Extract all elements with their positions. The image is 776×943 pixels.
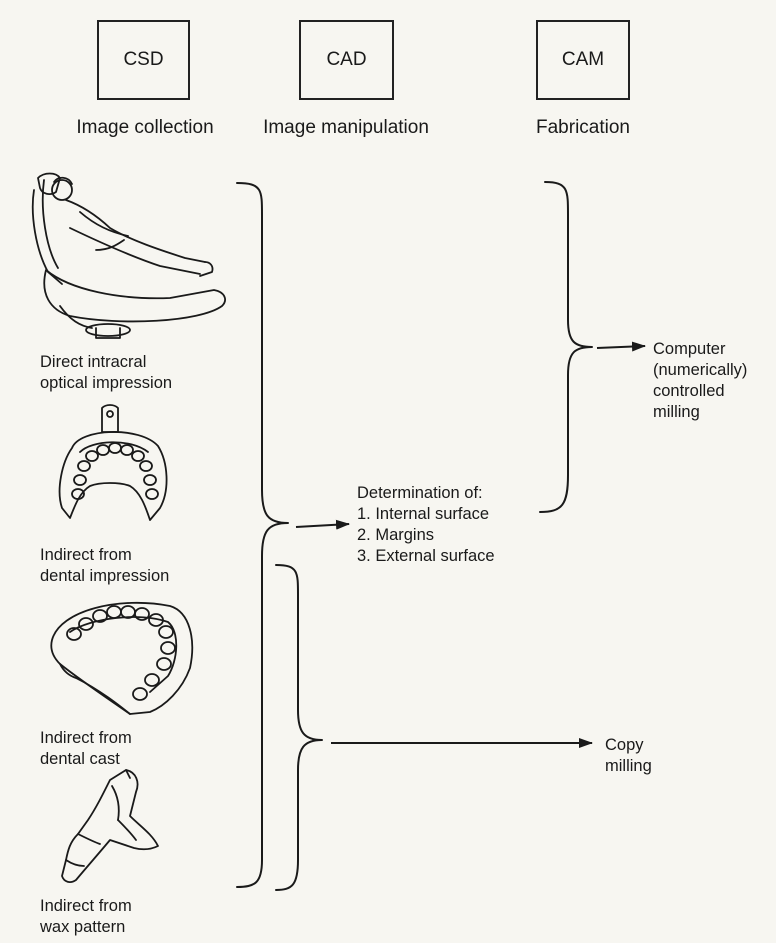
method-caption-dental-cast: Indirect from dental cast [40,728,132,770]
output-line: Copy [605,736,644,754]
computer-brace [539,181,593,513]
arrow-to-determination [295,519,350,530]
arrow-to-computer-milling [596,341,646,352]
method-caption-line2: optical impression [40,374,173,392]
method-caption-dental-impression: Indirect from dental impression [40,545,169,587]
computer-milling-label: Computer (numerically) controlled millin… [653,339,747,423]
wax-pattern-icon [61,769,159,883]
copy-milling-label: Copy milling [605,735,652,777]
method-caption-line1: Indirect from [40,546,132,564]
output-line: milling [605,757,652,775]
output-line: milling [653,403,700,421]
image-manipulation-heading: Image manipulation [263,117,429,138]
determination-title: Determination of: [357,484,483,502]
method-caption-wax-pattern: Indirect from wax pattern [40,896,132,938]
csd-box: CSD [97,20,190,100]
image-collection-heading: Image collection [76,117,214,138]
method-caption-direct-optical: Direct intracral optical impression [40,352,172,394]
output-line: Computer [653,340,726,358]
fabrication-heading: Fabrication [536,117,630,138]
output-line: (numerically) [653,361,748,379]
dental-chair-icon [31,172,226,339]
method-caption-line2: dental impression [40,567,170,585]
method-caption-line2: wax pattern [40,918,126,936]
method-caption-line1: Indirect from [40,729,132,747]
impression-tray-icon [58,404,168,521]
cad-box: CAD [299,20,394,100]
determination-item: 2. Margins [357,526,435,544]
method-caption-line1: Indirect from [40,897,132,915]
output-line: controlled [653,382,725,400]
determination-item: 3. External surface [357,547,495,565]
copy-brace [275,564,323,891]
dental-cast-icon [50,601,194,715]
csd-label: CSD [123,49,164,70]
determination-block: Determination of: 1. Internal surface 2.… [357,483,495,567]
cad-label: CAD [326,49,367,70]
cam-label: CAM [561,49,605,70]
method-caption-line2: dental cast [40,750,120,768]
left-brace [236,182,289,888]
cam-box: CAM [536,20,630,100]
method-caption-line1: Direct intracral [40,353,147,371]
determination-item: 1. Internal surface [357,505,490,523]
